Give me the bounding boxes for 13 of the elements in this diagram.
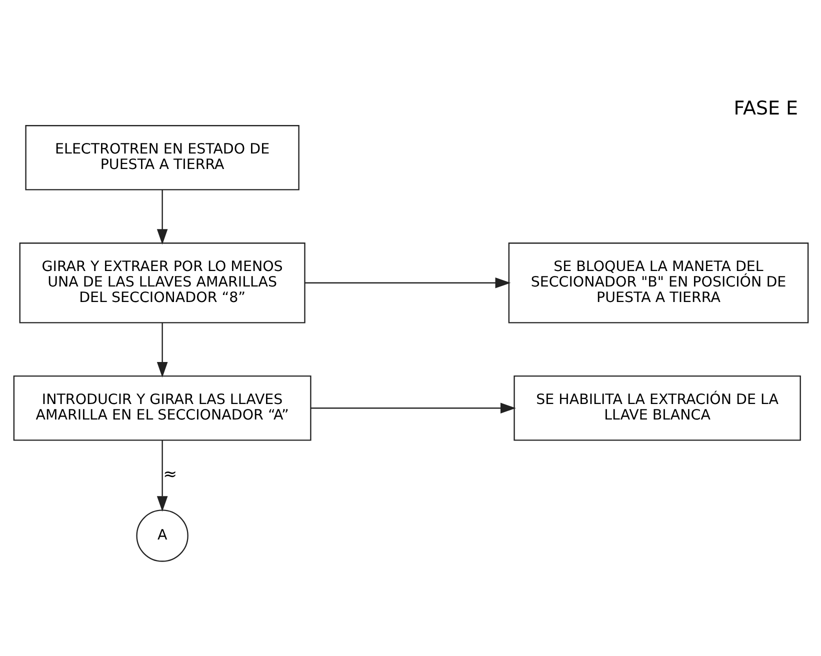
arrow xyxy=(156,190,168,245)
edge-label: ≈ xyxy=(162,464,176,484)
arrow xyxy=(304,277,510,288)
arrow xyxy=(156,322,168,378)
node-box: SE BLOQUEA LA MANETA DEL SECCIONADOR "B" EN POSICIÓN DE PUESTA A TIERRA xyxy=(508,242,808,324)
node-circle: A xyxy=(136,510,188,562)
arrow xyxy=(156,440,168,512)
arrow xyxy=(310,402,516,414)
node-box: GIRAR Y EXTRAER POR LO MENOS UNA DE LAS LLAVES AMARILLAS DEL SECCIONADOR “8” xyxy=(18,242,305,324)
diagram-title: FASE E xyxy=(733,98,798,120)
node-box: INTRODUCIR Y GIRAR LAS LLAVES AMARILLA EN EL SECCIONADOR “A” xyxy=(12,375,311,441)
node-box: ELECTROTREN EN ESTADO DE PUESTA A TIERRA xyxy=(24,125,299,190)
node-box: SE HABILITA LA EXTRACIÓN DE LA LLAVE BLANCA xyxy=(513,375,800,441)
